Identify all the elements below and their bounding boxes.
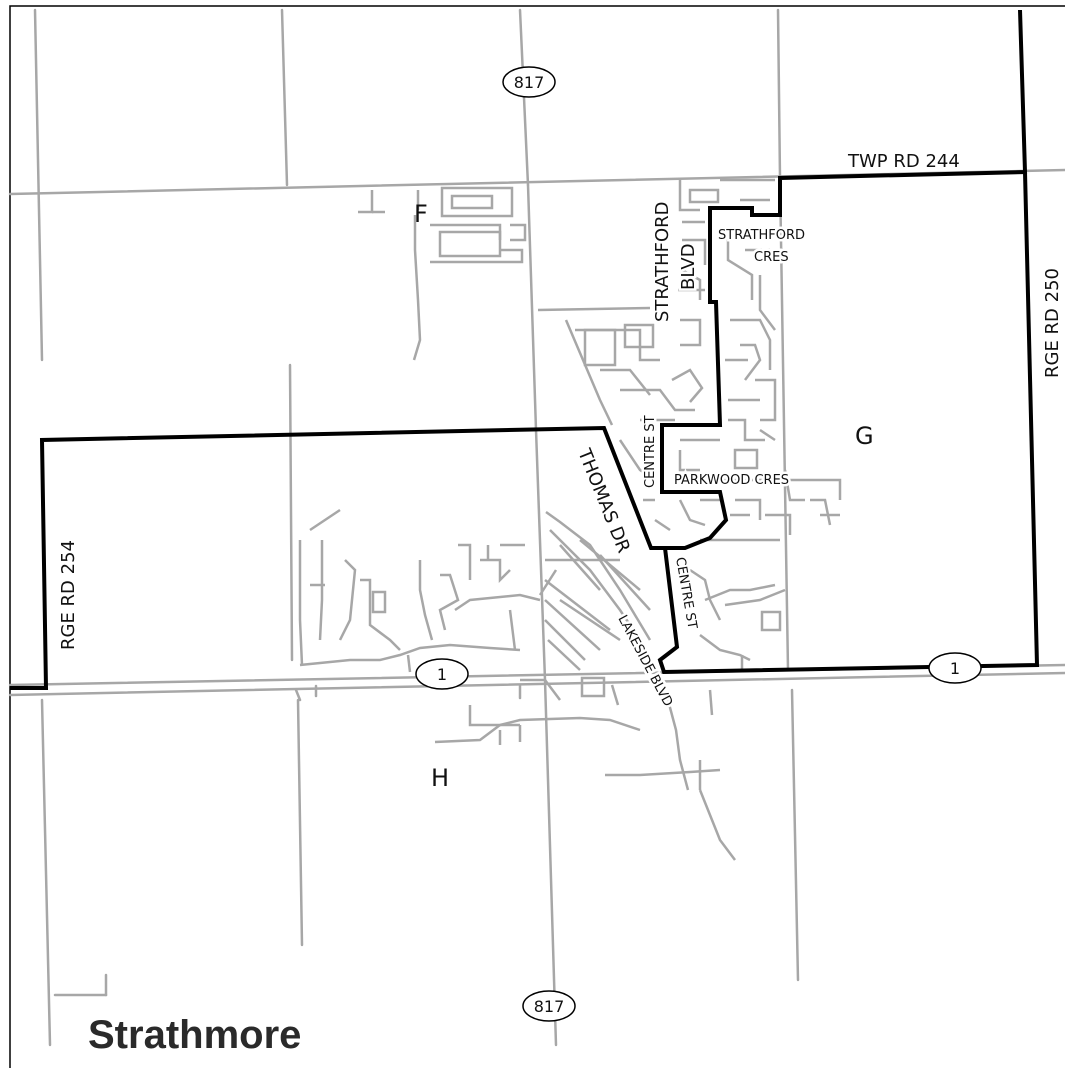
downtown-grid-streets bbox=[544, 510, 652, 671]
road-label-twp-rd-244: TWP RD 244 bbox=[847, 151, 960, 172]
shield-text-817-north: 817 bbox=[514, 73, 545, 92]
highway-shield-817-north: 817 bbox=[502, 66, 556, 98]
road-label-parkwood-cres: PARKWOOD CRES bbox=[674, 473, 789, 488]
map-title: Strathmore bbox=[88, 1013, 301, 1057]
ward-boundaries bbox=[10, 9, 1040, 690]
south-area-streets bbox=[434, 676, 736, 861]
west-subdivision-streets bbox=[298, 508, 558, 673]
road-label-rge-rd-250: RGE RD 250 bbox=[1042, 268, 1063, 378]
highway-shield-1-west: 1 bbox=[415, 658, 469, 690]
subdivision-f-streets bbox=[358, 186, 527, 361]
map-frame bbox=[9, 5, 1065, 1068]
shield-text-1-east: 1 bbox=[950, 659, 960, 678]
highway-shield-1-east: 1 bbox=[928, 652, 982, 684]
road-label-strathford-cres-line2: CRES bbox=[754, 250, 789, 265]
shield-text-1-west: 1 bbox=[437, 665, 447, 684]
road-label-strathford-blvd-line2: BLVD bbox=[678, 243, 699, 290]
rural-roads bbox=[8, 8, 1065, 1047]
road-label-strathford-blvd-line1: STRATHFORD bbox=[652, 201, 673, 322]
road-label-strathford-cres-line1: STRATHFORD bbox=[718, 228, 805, 243]
shield-text-817-south: 817 bbox=[534, 997, 565, 1016]
road-label-rge-rd-254: RGE RD 254 bbox=[58, 540, 79, 650]
highway-shield-817-south: 817 bbox=[522, 990, 576, 1022]
road-label-centre-st-north: CENTRE ST bbox=[643, 415, 658, 488]
zone-label-f: F bbox=[414, 200, 428, 228]
zone-label-h: H bbox=[431, 764, 449, 792]
zone-label-g: G bbox=[855, 422, 874, 450]
town-streets bbox=[537, 178, 842, 670]
